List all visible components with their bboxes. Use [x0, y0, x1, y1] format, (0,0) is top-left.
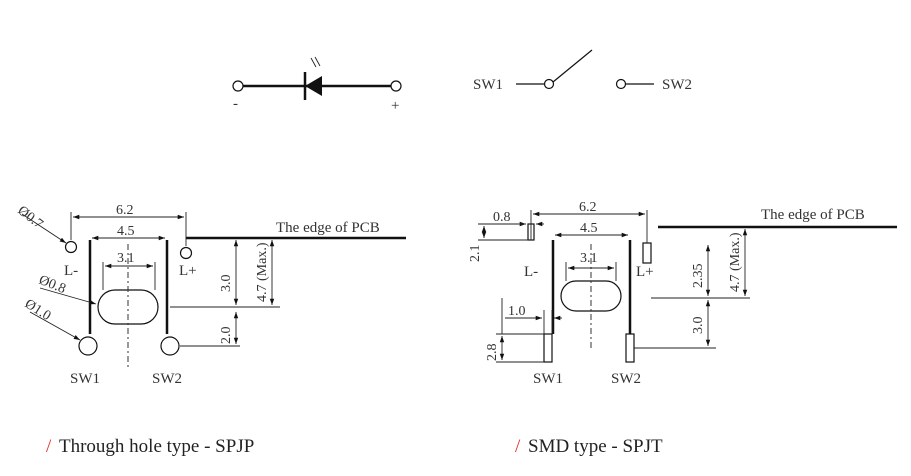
th-dim-6-2: 6.2 [116, 203, 134, 218]
th-diam-1-0: Ø1.0 [22, 297, 53, 324]
th-label-lminus: L- [64, 263, 78, 279]
smd-label-sw2: SW2 [611, 371, 641, 387]
th-caption-slash: / [46, 436, 52, 457]
smd-dim-3-1: 3.1 [580, 251, 598, 266]
th-label-sw2: SW2 [152, 371, 182, 387]
smd-label-lminus: L- [524, 264, 538, 280]
smd-dim-3-0: 3.0 [691, 317, 706, 335]
smd-dim-2-8: 2.8 [485, 344, 500, 362]
smd-dim-4-7: 4.7 (Max.) [728, 232, 743, 292]
smd-label-sw1: SW1 [533, 371, 563, 387]
th-pcb-edge-label: The edge of PCB [276, 220, 380, 236]
smd-drawing [478, 210, 897, 363]
th-dim-3-1: 3.1 [117, 251, 135, 266]
switch-symbol [516, 49, 654, 90]
smd-dim-1-0: 1.0 [508, 304, 526, 319]
smd-pcb-edge-label: The edge of PCB [761, 207, 865, 223]
smd-dim-6-2: 6.2 [579, 200, 597, 215]
smd-label-lplus: L+ [636, 264, 654, 280]
th-dim-4-7: 4.7 (Max.) [255, 242, 270, 302]
th-dim-4-5: 4.5 [117, 224, 135, 239]
th-label-lplus: L+ [179, 263, 197, 279]
th-caption: Through hole type - SPJP [59, 436, 254, 457]
diode-minus-label: - [233, 96, 238, 112]
diode-plus-label: + [391, 98, 399, 114]
smd-dim-2-35: 2.35 [691, 264, 706, 289]
smd-dim-2-1: 2.1 [468, 245, 483, 263]
th-dim-2-0: 2.0 [219, 327, 234, 345]
smd-dim-4-5: 4.5 [580, 221, 598, 236]
smd-caption: SMD type - SPJT [528, 436, 663, 457]
switch-sw2-label: SW2 [662, 77, 692, 93]
th-dim-3-0: 3.0 [219, 275, 234, 293]
th-label-sw1: SW1 [70, 371, 100, 387]
through-hole-drawing [21, 212, 406, 370]
diode-symbol [232, 56, 402, 100]
smd-dim-0-8: 0.8 [493, 210, 511, 225]
switch-sw1-label: SW1 [473, 77, 503, 93]
smd-caption-slash: / [515, 436, 521, 457]
th-diam-0-7: Ø0.7 [15, 203, 46, 232]
